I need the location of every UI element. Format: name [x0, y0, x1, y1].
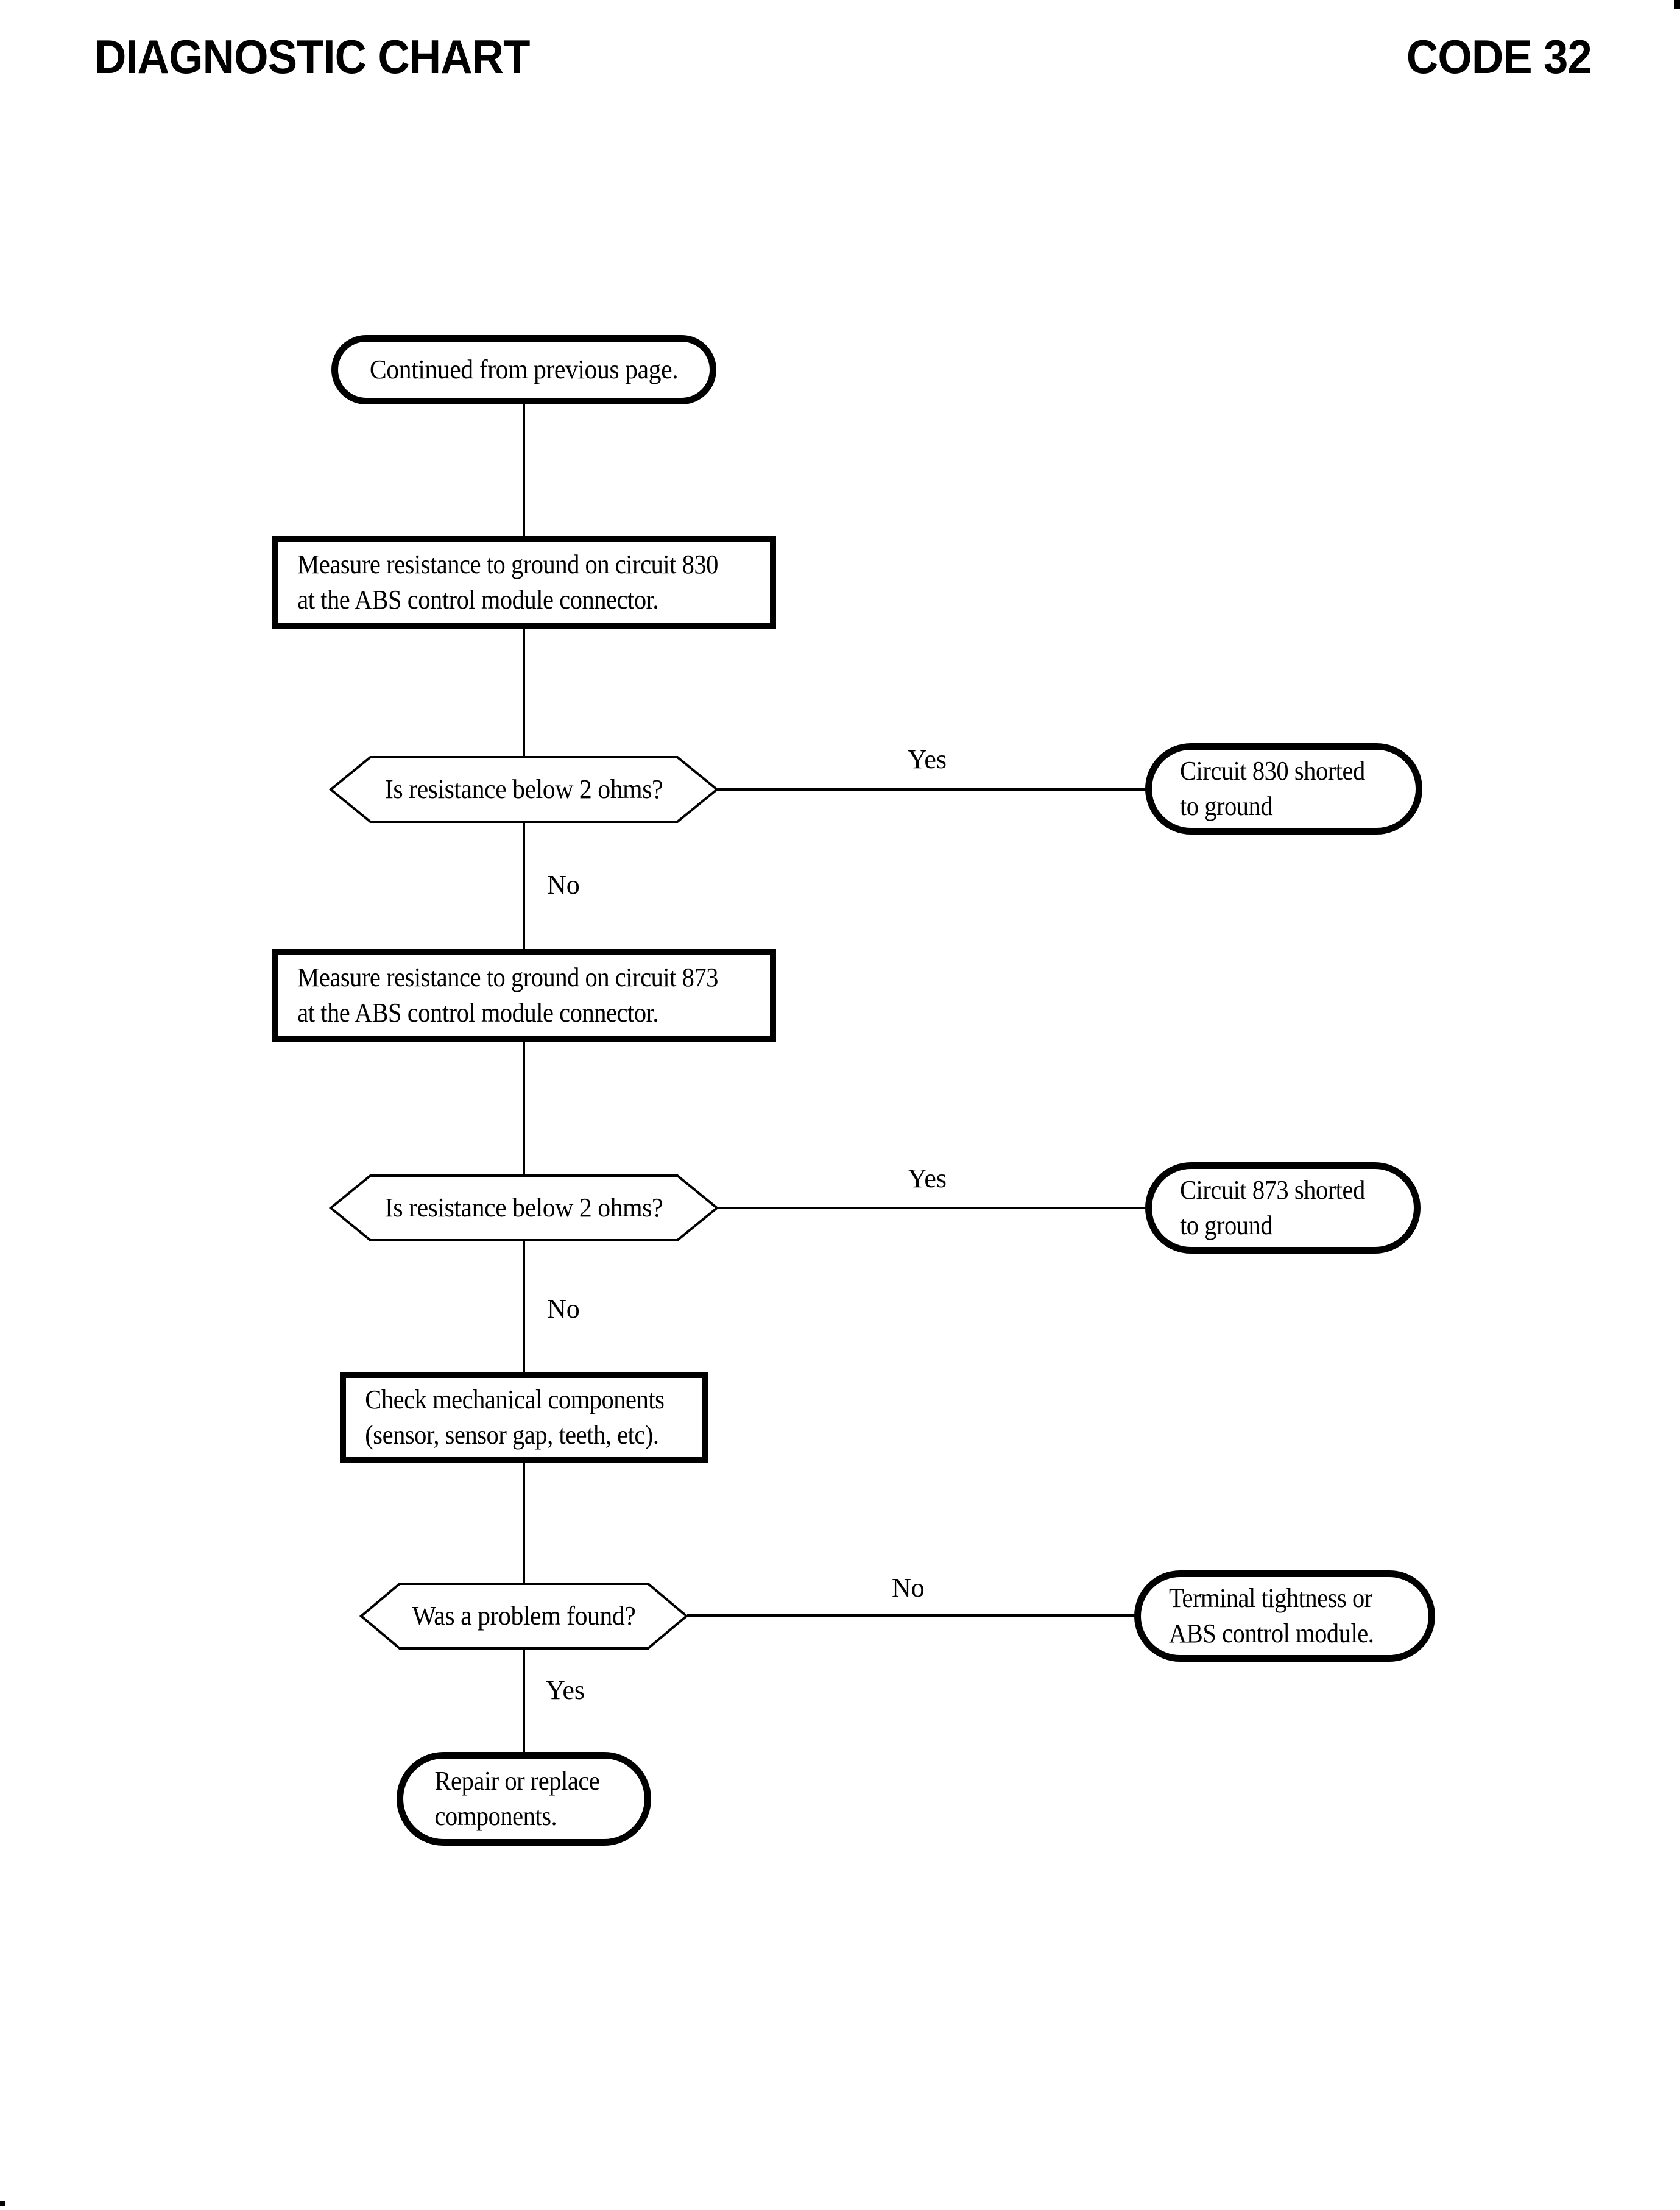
scan-artifact — [1674, 0, 1680, 9]
connector-no-830 — [523, 822, 525, 950]
node-shorted-830: Circuit 830 shorted to ground — [1145, 743, 1422, 835]
repair-replace-line2: components. — [434, 1801, 557, 1831]
terminal-tightness-line1: Terminal tightness or — [1169, 1583, 1372, 1613]
node-decision-830: Is resistance below 2 ohms? — [329, 755, 719, 824]
edge-label-yes-problem: Yes — [546, 1675, 585, 1705]
edge-label-yes-830: Yes — [908, 744, 947, 774]
node-decision-873: Is resistance below 2 ohms? — [329, 1174, 719, 1242]
measure-873-line1: Measure resistance to ground on circuit … — [297, 962, 718, 992]
connector-yes-830 — [718, 788, 1146, 791]
code-number-title: CODE 32 — [1406, 30, 1592, 83]
node-repair-replace: Repair or replace components. — [397, 1752, 651, 1846]
hexagon-shape — [329, 756, 719, 823]
measure-830-line1: Measure resistance to ground on circuit … — [297, 549, 718, 579]
start-terminal-text: Continued from previous page. — [369, 355, 679, 384]
check-mechanical-line2: (sensor, sensor gap, teeth, etc). — [365, 1420, 659, 1450]
measure-873-line2: at the ABS control module connector. — [297, 998, 659, 1028]
edge-label-no-830: No — [547, 870, 580, 900]
page-title: DIAGNOSTIC CHART — [94, 30, 530, 83]
node-shorted-873: Circuit 873 shorted to ground — [1145, 1162, 1421, 1254]
check-mechanical-line1: Check mechanical components — [365, 1385, 665, 1414]
node-measure-830: Measure resistance to ground on circuit … — [272, 536, 776, 629]
node-check-mechanical: Check mechanical components (sensor, sen… — [340, 1372, 708, 1463]
node-terminal-tightness: Terminal tightness or ABS control module… — [1134, 1570, 1435, 1662]
connector-check-to-decision-problem — [523, 1462, 525, 1583]
node-decision-problem-found: Was a problem found? — [359, 1582, 688, 1650]
node-measure-873: Measure resistance to ground on circuit … — [272, 949, 776, 1042]
connector-yes-873 — [718, 1207, 1146, 1209]
node-start-terminal: Continued from previous page. — [331, 335, 716, 404]
terminal-tightness-line2: ABS control module. — [1169, 1619, 1374, 1648]
shorted-830-line1: Circuit 830 shorted — [1180, 756, 1365, 786]
connector-measure830-to-decision830 — [523, 627, 525, 757]
edge-label-yes-873: Yes — [908, 1163, 947, 1193]
decision-873-text: Is resistance below 2 ohms? — [384, 1193, 663, 1223]
hexagon-shape — [359, 1583, 688, 1650]
connector-no-873 — [523, 1241, 525, 1373]
decision-problem-found-text: Was a problem found? — [412, 1601, 636, 1631]
edge-label-no-problem: No — [892, 1573, 925, 1603]
scan-artifact — [0, 2201, 5, 2206]
measure-830-line2: at the ABS control module connector. — [297, 585, 659, 615]
connector-yes-problem — [523, 1649, 525, 1753]
shorted-873-line1: Circuit 873 shorted — [1180, 1175, 1365, 1205]
hexagon-shape — [329, 1174, 719, 1241]
connector-no-problem — [687, 1614, 1135, 1617]
shorted-873-line2: to ground — [1180, 1210, 1273, 1240]
connector-measure873-to-decision873 — [523, 1040, 525, 1175]
shorted-830-line2: to ground — [1180, 791, 1273, 821]
connector-start-to-measure830 — [523, 403, 525, 537]
repair-replace-line1: Repair or replace — [434, 1766, 600, 1796]
decision-830-text: Is resistance below 2 ohms? — [384, 774, 663, 804]
edge-label-no-873: No — [547, 1294, 580, 1324]
